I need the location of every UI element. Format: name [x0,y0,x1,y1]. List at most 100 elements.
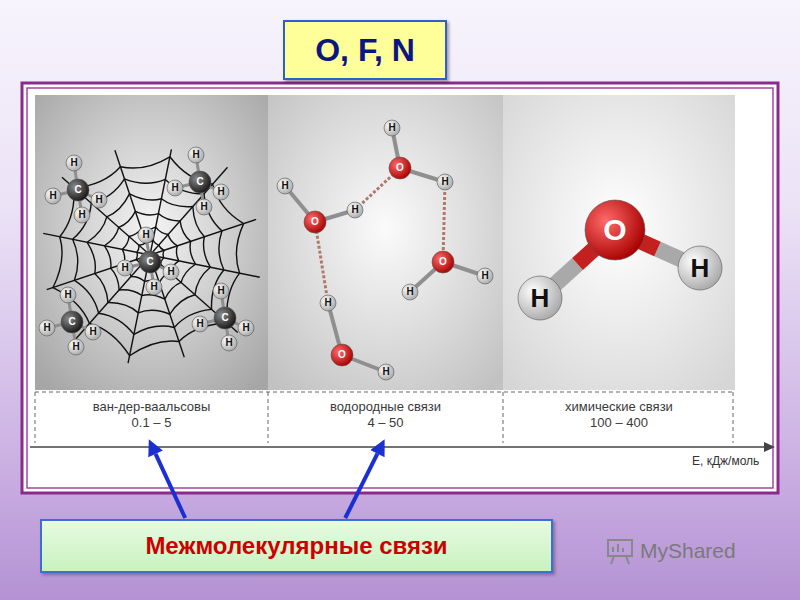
oxygen-atom-symbol: O [311,217,319,227]
hydrogen-atom [74,207,90,223]
hydrogen-atom [167,180,183,196]
hydrogen-atom-symbol: H [324,298,331,308]
oxygen-atom-symbol: O [396,163,404,173]
hydrogen-atom [91,192,107,208]
hydrogen-atom [277,178,293,194]
title-box: O, F, N [283,20,447,80]
hydrogen-atom-symbol: H [167,267,174,277]
hydrogen-atom [221,335,237,351]
hydrogen-atom-symbol: H [171,183,178,193]
hydrogen-atom [60,287,76,303]
energy-column: водородные связи4 – 50 [268,396,503,435]
hydrogen-atom [196,199,212,215]
hydrogen-atom-symbol: H [217,286,224,296]
axis-label: E, кДж/моль [692,455,759,467]
image-panel [503,95,735,390]
hydrogen-atom [163,264,179,280]
hydrogen-atom-symbol: H [481,271,488,281]
hydrogen-atom-symbol: H [49,191,56,201]
hydrogen-atom-symbol: H [89,327,96,337]
hydrogen-atom [68,339,84,355]
web-ring [105,211,196,299]
hydrogen-atom [518,276,562,320]
hydrogen-atom-symbol: H [196,319,203,329]
node-heading: ван-дер-ваальсовы [93,399,211,415]
spider-web [43,149,260,363]
hydrogen-atom [117,260,133,276]
hydrogen-atom-symbol: H [121,263,128,273]
hydrogen-atom-symbol: H [70,158,77,168]
carbon-atom [61,311,83,333]
hydrogen-atom [39,320,55,336]
hydrogen-atom [378,364,394,380]
hydrogen-atom [384,120,400,136]
group-box: Межмолекулярные связи [40,519,553,573]
oxygen-atom [585,200,645,260]
web-ring [87,194,210,314]
energy-column: ван-дер-ваальсовы0.1 – 5 [35,396,268,435]
oxygen-atom [304,211,326,233]
hydrogen-atom-symbol: H [217,187,224,197]
hydrogen-atom-symbol: H [382,367,389,377]
oxygen-atom [432,251,454,273]
energy-range: 4 – 50 [367,415,403,431]
covalent-bonds [47,128,700,372]
hydrogen-atom-symbol: H [351,205,358,215]
hydrogen-atom [213,283,229,299]
hydrogen-atom-symbol: H [388,123,395,133]
carbon-atom-symbol: C [146,257,153,267]
hydrogen-atom [45,188,61,204]
carbon-atom [67,179,89,201]
hydrogen-atom [238,320,254,336]
hydrogen-atom [188,147,204,163]
node-heading: водородные связи [330,399,441,415]
hydrogen-atom [146,279,162,295]
axis-arrowhead [764,442,775,452]
image-panel [35,95,268,390]
hydrogen-atom-symbol: H [531,285,550,311]
hydrogen-atom-symbol: H [64,290,71,300]
carbon-atom-symbol: C [74,185,81,195]
hydrogen-atom [477,268,493,284]
energy-axis [30,446,766,448]
hydrogen-atom [320,295,336,311]
watermark: MyShared [640,540,736,561]
hydrogen-atom-symbol: H [406,287,413,297]
hydrogen-atom [213,184,229,200]
hydrogen-bond [315,222,328,303]
hydrogen-atom-symbol: H [691,255,710,281]
energy-range: 100 – 400 [590,415,648,431]
web-thread [150,219,256,255]
hydrogen-atom [347,202,363,218]
web-ring [73,179,224,334]
oxygen-atom-symbol: O [603,215,626,245]
arrow-connector [345,454,377,518]
carbon-atom [214,307,236,329]
hydrogen-bond [443,182,445,262]
oxygen-atom-symbol: O [439,257,447,267]
hydrogen-atom-symbol: H [150,282,157,292]
hydrogen-atom [192,316,208,332]
hydrogen-atom [138,227,154,243]
web-ring [53,157,244,356]
hydrogen-atom [66,155,82,171]
panel-inner-frame [27,88,773,488]
hydrogen-atom-symbol: H [95,195,102,205]
oxygen-atom-symbol: O [338,350,346,360]
hydrogen-atom-symbol: H [441,177,448,187]
energy-column: химические связи100 – 400 [503,396,735,435]
arrow-connector [156,454,186,518]
carbon-atom [189,171,211,193]
carbon-atom-symbol: C [221,313,228,323]
node-heading: Межмолекулярные связи [145,531,447,561]
panel-frame [22,83,778,493]
hydrogen-atom-symbol: H [192,150,199,160]
carbon-atom-symbol: C [196,177,203,187]
hydrogen-atom [402,284,418,300]
carbon-atom [139,251,161,273]
hydrogen-atom [437,174,453,190]
oxygen-atom [331,344,353,366]
